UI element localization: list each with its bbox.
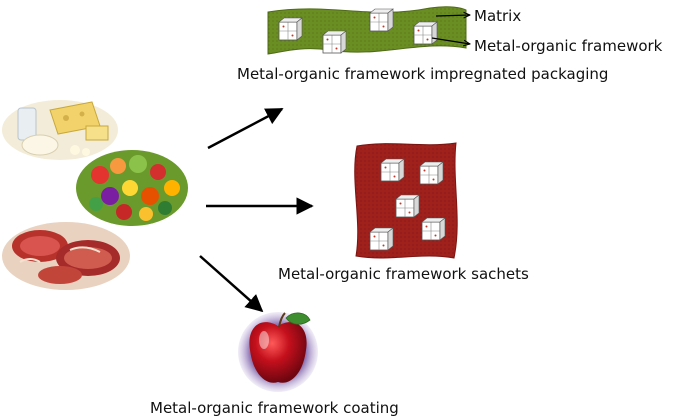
dairy-products-image <box>2 100 118 160</box>
mof-cube-icon <box>369 227 394 251</box>
mof-cube-icon <box>413 21 438 45</box>
fruits-vegetables-image <box>76 150 188 226</box>
mof-cube-icon <box>322 30 347 54</box>
mof-label: Metal-organic framework <box>474 37 663 55</box>
meat-image <box>2 222 130 290</box>
mof-sachet <box>354 142 458 259</box>
mof-cube-icon <box>419 161 444 185</box>
matrix-pointer <box>435 15 470 16</box>
matrix-label: Matrix <box>474 7 522 25</box>
mof-cube-icon <box>380 158 405 182</box>
mof-cube-icon <box>421 217 446 241</box>
coated-apple-image <box>238 312 318 392</box>
impregnated-packaging-film <box>267 6 467 55</box>
mof-cube-icon <box>395 194 420 218</box>
mof-cube-icon <box>278 17 303 41</box>
mof-pointer <box>431 37 470 44</box>
arrow-to-coating <box>199 255 264 313</box>
coating-label: Metal-organic framework coating <box>150 399 399 417</box>
mof-cube-icon <box>369 8 394 32</box>
impregnated-packaging-label: Metal-organic framework impregnated pack… <box>237 65 609 83</box>
arrow-to-impregnated <box>207 107 284 150</box>
sachets-label: Metal-organic framework sachets <box>278 265 529 283</box>
